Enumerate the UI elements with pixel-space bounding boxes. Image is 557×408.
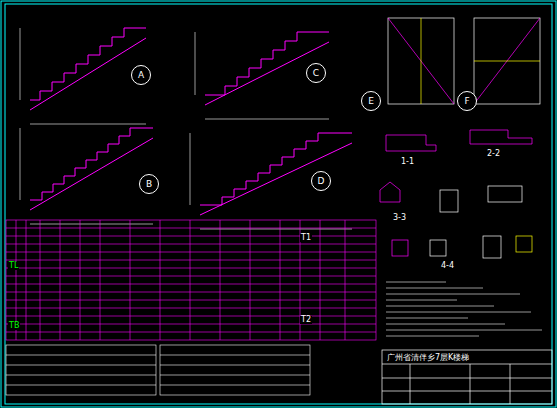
view-letter: D (318, 176, 325, 186)
section-details (380, 130, 532, 258)
stair-sections (30, 28, 352, 215)
view-letter: E (368, 96, 374, 106)
view-letter: B (146, 179, 152, 189)
annotation-label: TB (8, 322, 20, 330)
annotation-label: 1-1 (400, 158, 415, 166)
view-letter: F (464, 96, 469, 106)
annotation-label: 2-2 (486, 150, 501, 158)
general-notes (386, 282, 542, 336)
annotation-label: T1 (300, 234, 312, 242)
annotation-label: 4-4 (440, 262, 455, 270)
dimension-lines (20, 28, 352, 229)
view-callout-circle: F (457, 91, 477, 111)
annotation-label: 3-3 (392, 214, 407, 222)
view-callout-circle: E (361, 91, 381, 111)
title-block (382, 350, 552, 404)
view-callout-circle: C (306, 63, 326, 83)
inner-frame (5, 4, 552, 404)
title-block-text: 广州省清伴乡7层K楼梯 (386, 354, 470, 362)
annotation-label: TL (8, 262, 19, 270)
view-callout-circle: B (139, 174, 159, 194)
view-callout-circle: A (131, 65, 151, 85)
view-letter: C (313, 68, 319, 78)
view-letter: A (138, 70, 144, 80)
schedule-table (6, 220, 376, 395)
view-callout-circle: D (311, 171, 331, 191)
annotation-label: T2 (300, 316, 312, 324)
